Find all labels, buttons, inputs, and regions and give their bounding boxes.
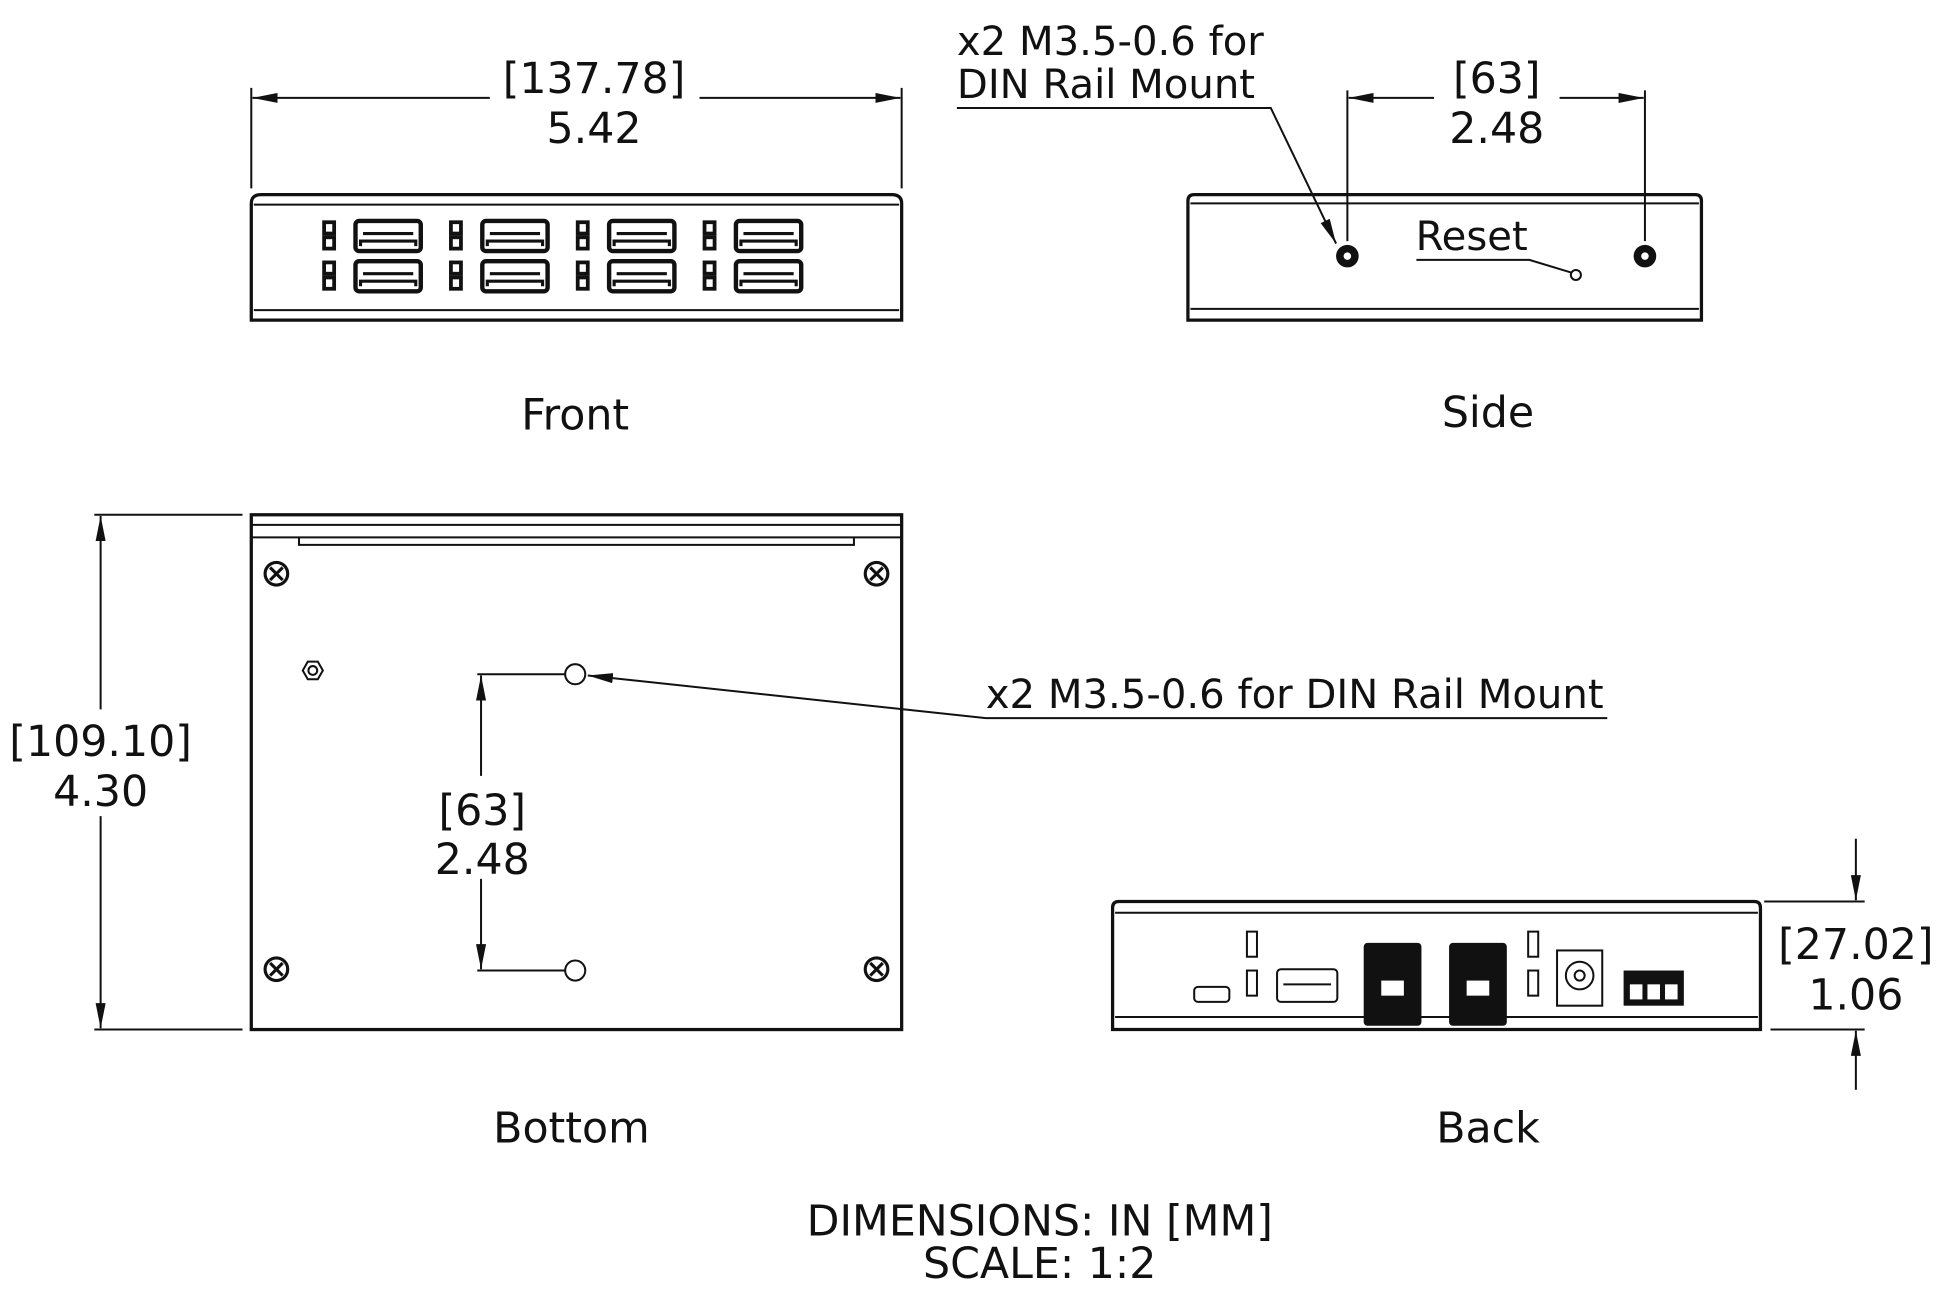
led-icon bbox=[575, 220, 590, 236]
led-icon bbox=[449, 235, 463, 251]
mount-hole-icon bbox=[564, 959, 587, 982]
led-icon bbox=[702, 260, 717, 276]
side-view: Reset [63] 2.48 x2 M3.5-0.6 for DIN Rail… bbox=[956, 19, 1704, 438]
screw-icon bbox=[263, 956, 290, 983]
led-icon bbox=[702, 235, 717, 251]
back-enclosure-outline bbox=[1110, 899, 1763, 1032]
led-icon bbox=[449, 275, 463, 291]
callout-leader bbox=[587, 673, 1608, 720]
bottom-hole-spacing-mm: [63] bbox=[438, 786, 526, 836]
usb-a-port-icon bbox=[606, 218, 677, 254]
bottom-view-label: Bottom bbox=[493, 1104, 650, 1154]
side-hole-spacing-in: 2.48 bbox=[1449, 104, 1544, 154]
reset-label: Reset bbox=[1416, 214, 1528, 260]
usb-a-port-icon bbox=[1276, 968, 1339, 1003]
side-view-label: Side bbox=[1442, 388, 1534, 438]
back-view: [27.02] 1.06 Back bbox=[1110, 838, 1934, 1154]
back-height-in: 1.06 bbox=[1808, 970, 1903, 1020]
mount-hole-icon bbox=[564, 663, 587, 686]
led-icon bbox=[575, 260, 590, 276]
usb-a-port-icon bbox=[733, 218, 804, 254]
front-view-label: Front bbox=[521, 390, 629, 440]
usb-a-port-icon bbox=[480, 258, 550, 294]
side-hole-spacing-mm: [63] bbox=[1453, 54, 1541, 104]
mini-usb-port-icon bbox=[1193, 985, 1231, 1003]
screw-icon bbox=[263, 560, 290, 587]
led-icon bbox=[575, 275, 590, 291]
screw-icon bbox=[863, 560, 890, 587]
led-icon bbox=[322, 275, 337, 291]
front-width-in: 5.42 bbox=[547, 104, 642, 154]
led-icon bbox=[449, 260, 463, 276]
reset-pinhole-icon bbox=[1569, 268, 1582, 281]
hex-nut-icon bbox=[301, 660, 325, 681]
led-icon bbox=[322, 235, 337, 251]
front-width-mm: [137.78] bbox=[503, 54, 686, 104]
led-icon bbox=[449, 220, 463, 236]
usb-port-array bbox=[322, 218, 804, 294]
bottom-depth-in: 4.30 bbox=[53, 767, 148, 817]
usb-a-port-icon bbox=[606, 258, 677, 294]
led-icon bbox=[322, 220, 337, 236]
status-leds bbox=[1245, 930, 1540, 997]
bottom-callout: x2 M3.5-0.6 for DIN Rail Mount bbox=[986, 672, 1604, 718]
side-enclosure-outline bbox=[1186, 192, 1704, 322]
usb-a-port-icon bbox=[733, 258, 804, 294]
back-view-label: Back bbox=[1436, 1104, 1540, 1154]
front-enclosure-outline bbox=[249, 192, 904, 322]
led-icon bbox=[322, 260, 337, 276]
units-note: DIMENSIONS: IN [MM] bbox=[807, 1196, 1273, 1246]
callout-leader bbox=[956, 106, 1337, 245]
screw-icon bbox=[863, 956, 890, 983]
dc-power-jack-icon bbox=[1556, 949, 1604, 1007]
front-view: [137.78] 5.42 Front bbox=[249, 54, 904, 440]
bottom-view: [63] 2.48 x2 M3.5-0.6 for DIN Rail Mount… bbox=[9, 513, 1608, 1154]
usb-a-port-icon bbox=[353, 218, 423, 254]
led-icon bbox=[575, 235, 590, 251]
usb-a-port-icon bbox=[480, 218, 550, 254]
led-icon bbox=[702, 275, 717, 291]
side-callout-line1: x2 M3.5-0.6 for bbox=[957, 19, 1264, 65]
side-callout-line2: DIN Rail Mount bbox=[957, 62, 1255, 108]
usb-a-port-icon bbox=[353, 258, 423, 294]
bottom-enclosure-outline bbox=[249, 513, 904, 1032]
bottom-hole-spacing-in: 2.48 bbox=[435, 835, 530, 885]
back-height-mm: [27.02] bbox=[1778, 920, 1933, 970]
bottom-depth-mm: [109.10] bbox=[9, 717, 192, 767]
led-icon bbox=[702, 220, 717, 236]
scale-note: SCALE: 1:2 bbox=[923, 1239, 1156, 1289]
